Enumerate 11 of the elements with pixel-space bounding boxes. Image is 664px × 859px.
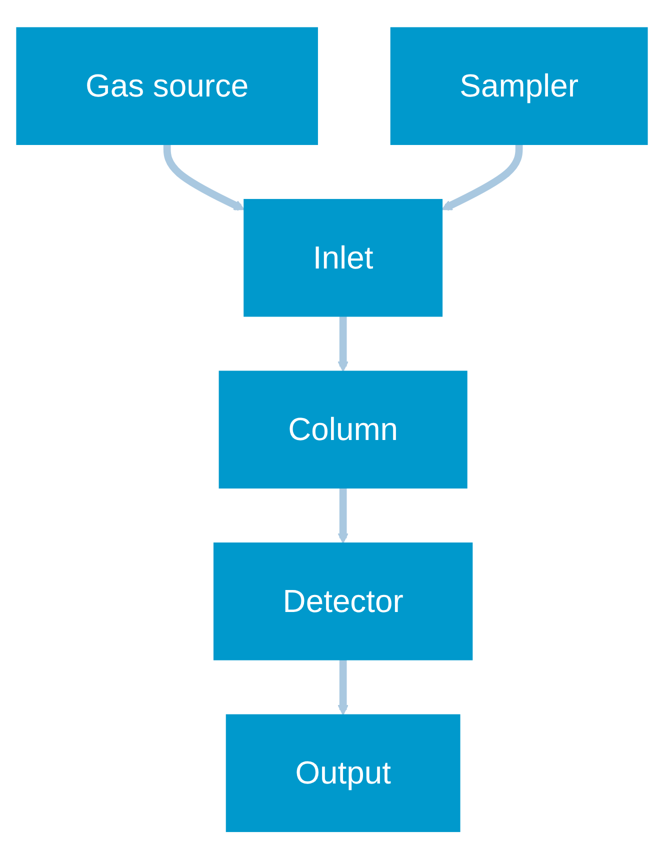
node-box: Sampler xyxy=(390,27,648,145)
arrow xyxy=(441,144,523,211)
node-box: Gas source xyxy=(16,27,318,145)
node-box: Inlet xyxy=(244,198,443,317)
node-box: Column xyxy=(218,370,468,488)
node-box: Output xyxy=(226,714,460,832)
node-box: Detector xyxy=(213,542,473,660)
arrow xyxy=(338,660,348,716)
arrow xyxy=(163,144,245,211)
arrow xyxy=(338,488,348,544)
arrow xyxy=(338,316,348,372)
